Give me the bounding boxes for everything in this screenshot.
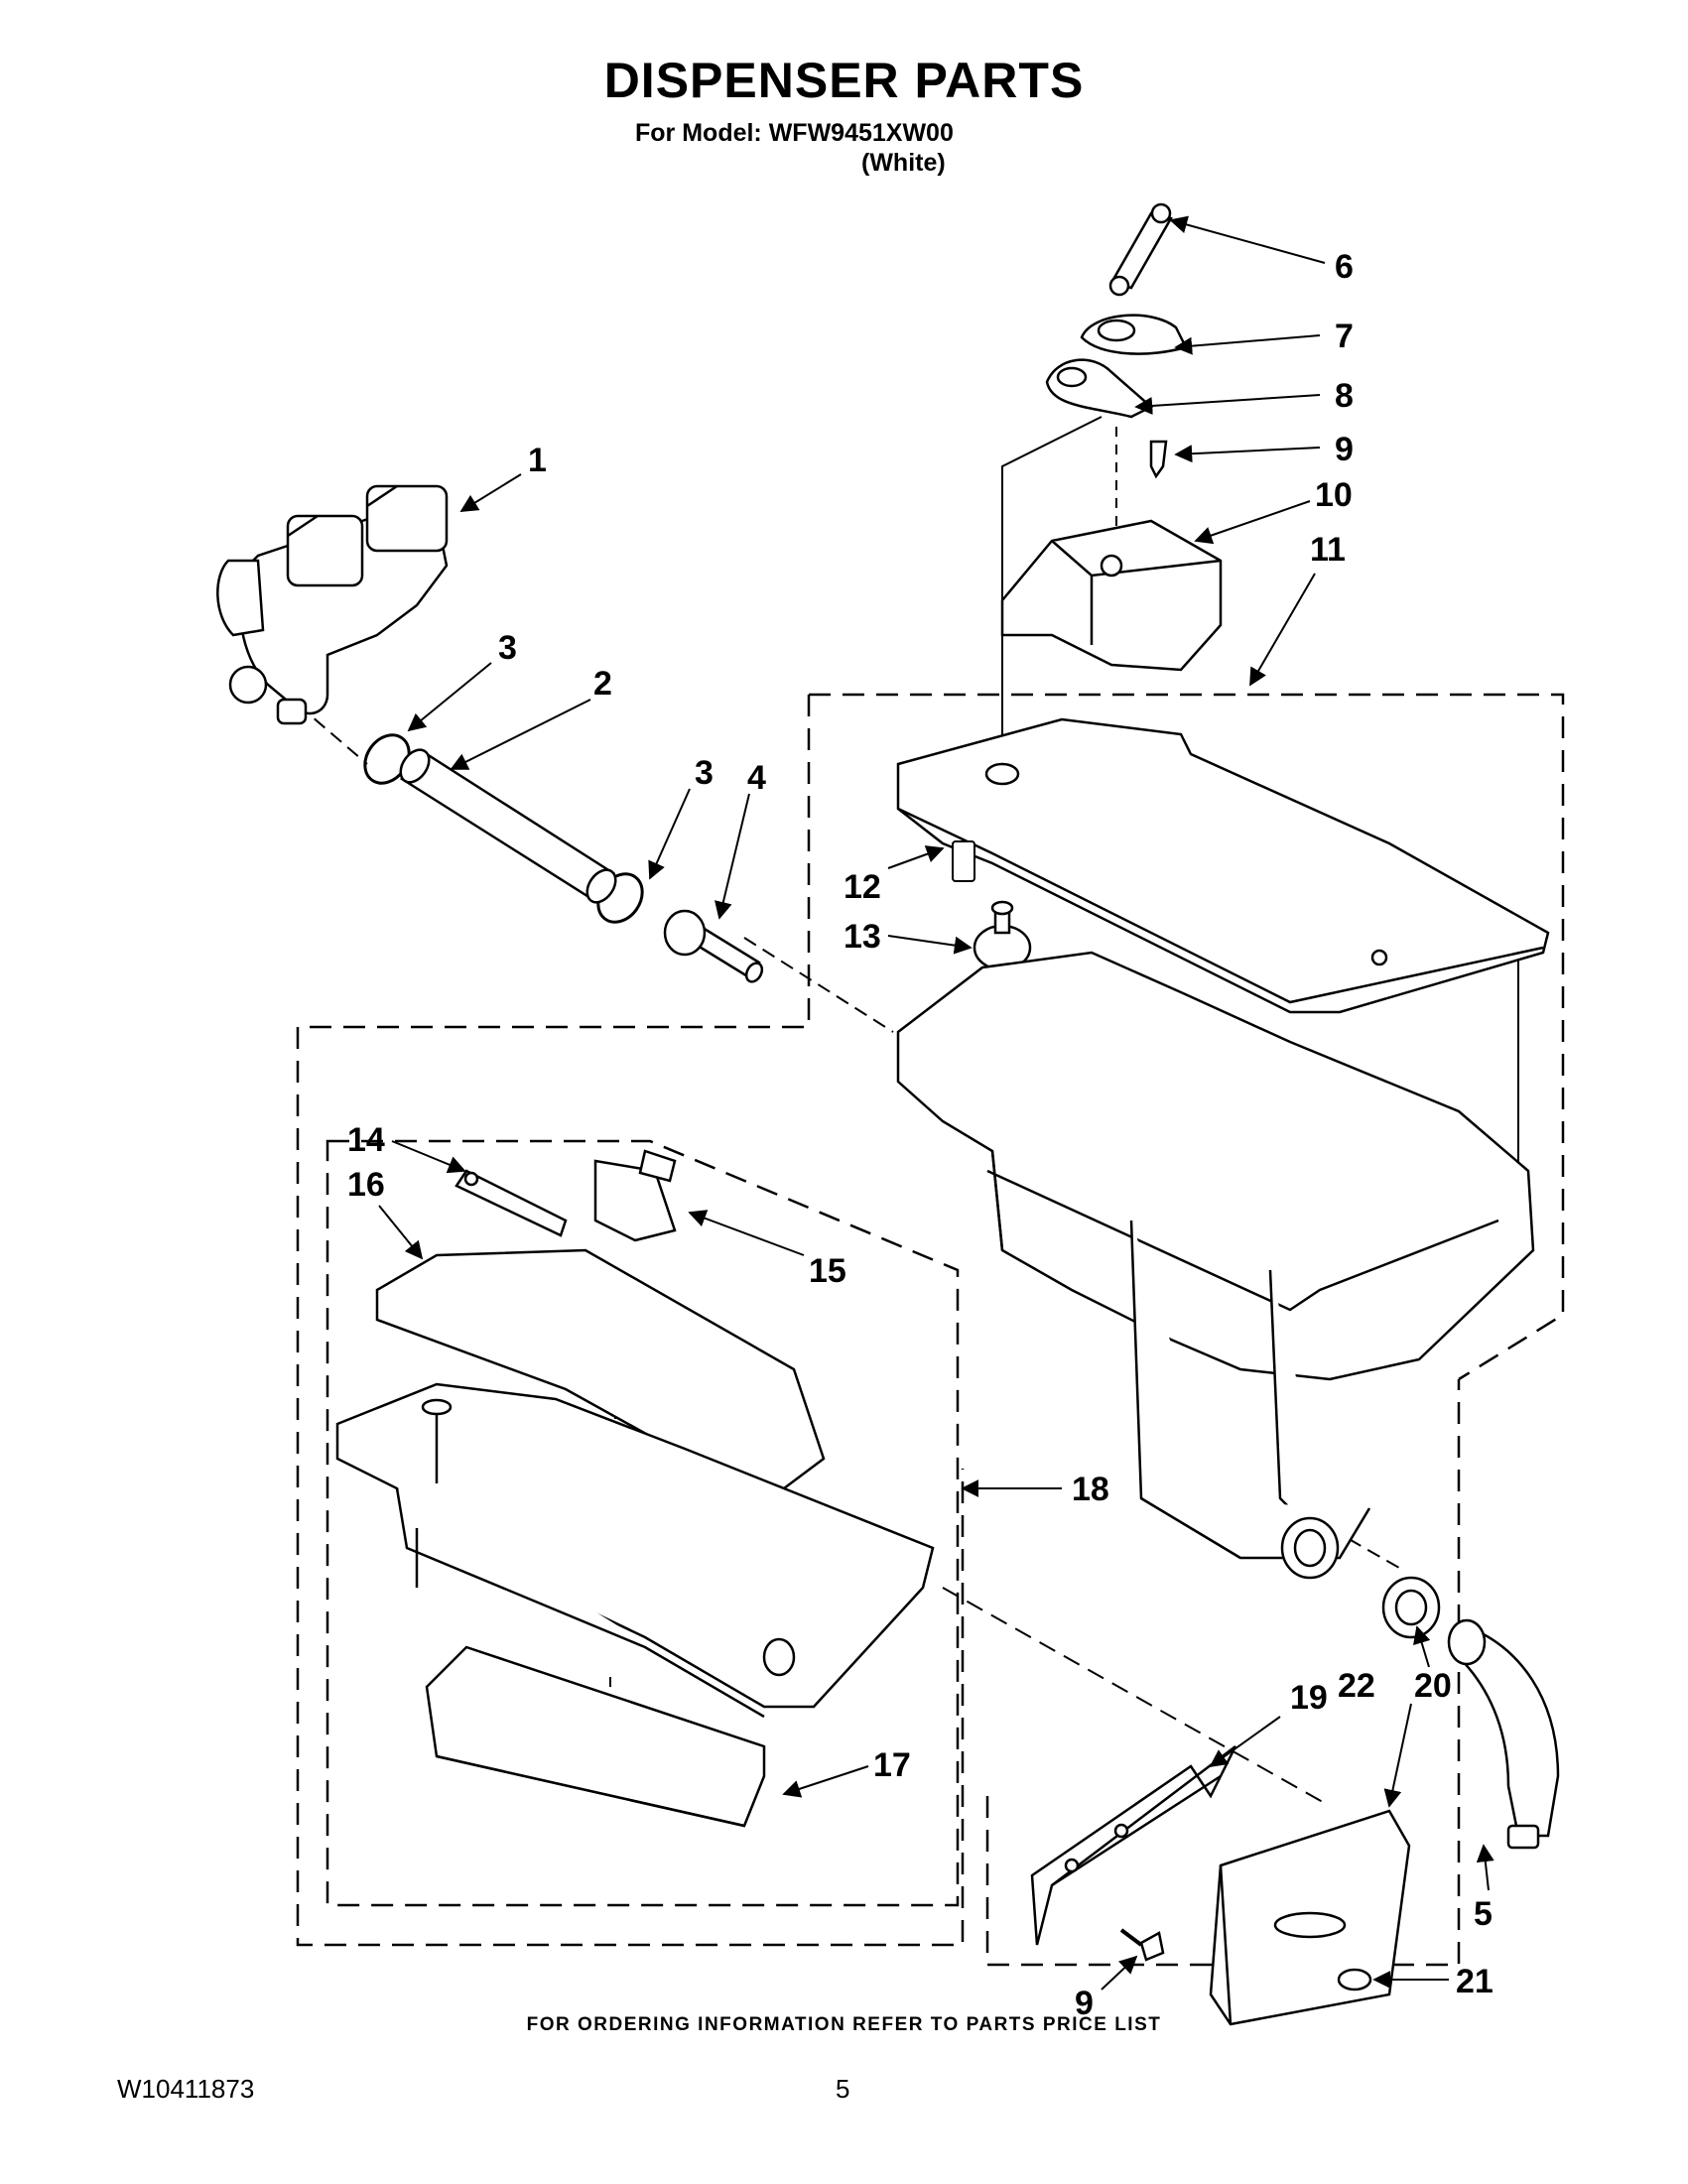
callout-12: 12 — [844, 868, 881, 906]
gasket-part — [1337, 1968, 1372, 1991]
callout-21: 21 — [1456, 1963, 1493, 2000]
callout-3-left: 3 — [498, 629, 517, 667]
callout-9-bottom: 9 — [1075, 1985, 1094, 2022]
callout-10: 10 — [1315, 476, 1353, 514]
leader-arrows — [378, 215, 1494, 1991]
clip-part — [952, 840, 975, 882]
callout-9-top: 9 — [1335, 431, 1354, 468]
ring-part — [1381, 1576, 1441, 1639]
ordering-note: FOR ORDERING INFORMATION REFER TO PARTS … — [526, 2014, 1162, 2035]
callout-6: 6 — [1335, 248, 1354, 286]
callout-3-right: 3 — [695, 754, 714, 792]
hose-part — [399, 748, 617, 904]
nozzle-part — [663, 909, 764, 983]
page-number: 5 — [836, 2074, 850, 2104]
callout-7: 7 — [1335, 318, 1354, 355]
cover-part — [1209, 1809, 1411, 2026]
callout-15: 15 — [809, 1252, 846, 1290]
callout-14: 14 — [347, 1121, 385, 1159]
callout-11: 11 — [1310, 531, 1346, 569]
callout-16: 16 — [347, 1166, 385, 1204]
callout-22: 22 — [1338, 1667, 1375, 1705]
boundary-19 — [985, 1379, 1461, 1967]
dispenser-housing-part — [896, 951, 1535, 1580]
screw-part — [1119, 1928, 1165, 1962]
callout-18: 18 — [1072, 1471, 1109, 1508]
detergent-inserts — [454, 1149, 677, 1242]
callout-17: 17 — [873, 1746, 911, 1784]
callout-20: 20 — [1414, 1667, 1452, 1705]
callout-19: 19 — [1290, 1679, 1328, 1717]
drawer-part — [335, 1248, 935, 1719]
document-number: W10411873 — [117, 2074, 255, 2104]
callout-13: 13 — [844, 918, 881, 956]
callout-2: 2 — [593, 665, 612, 703]
model-line: For Model: WFW9451XW00 — [635, 119, 954, 147]
color-note: (White) — [861, 149, 946, 177]
callout-1: 1 — [528, 442, 547, 479]
page-title: DISPENSER PARTS — [603, 53, 1085, 108]
callout-5: 5 — [1474, 1895, 1493, 1933]
boundary-11 — [296, 693, 1565, 1947]
housing-cover-part — [896, 717, 1550, 1014]
callout-numbers: 1 2 3 3 4 6 7 8 9 10 11 12 13 14 15 16 1… — [347, 248, 1493, 2022]
water-valve-part — [216, 484, 449, 725]
elbow-hose-part — [1447, 1618, 1560, 1850]
callout-4: 4 — [747, 759, 766, 797]
callout-8: 8 — [1335, 377, 1354, 415]
bracket-part — [1030, 1745, 1237, 1946]
float-part — [973, 900, 1032, 971]
drawer-tray-part — [425, 1645, 766, 1828]
assembly-boundaries — [296, 693, 1565, 1967]
actuator-parts — [1000, 202, 1223, 672]
